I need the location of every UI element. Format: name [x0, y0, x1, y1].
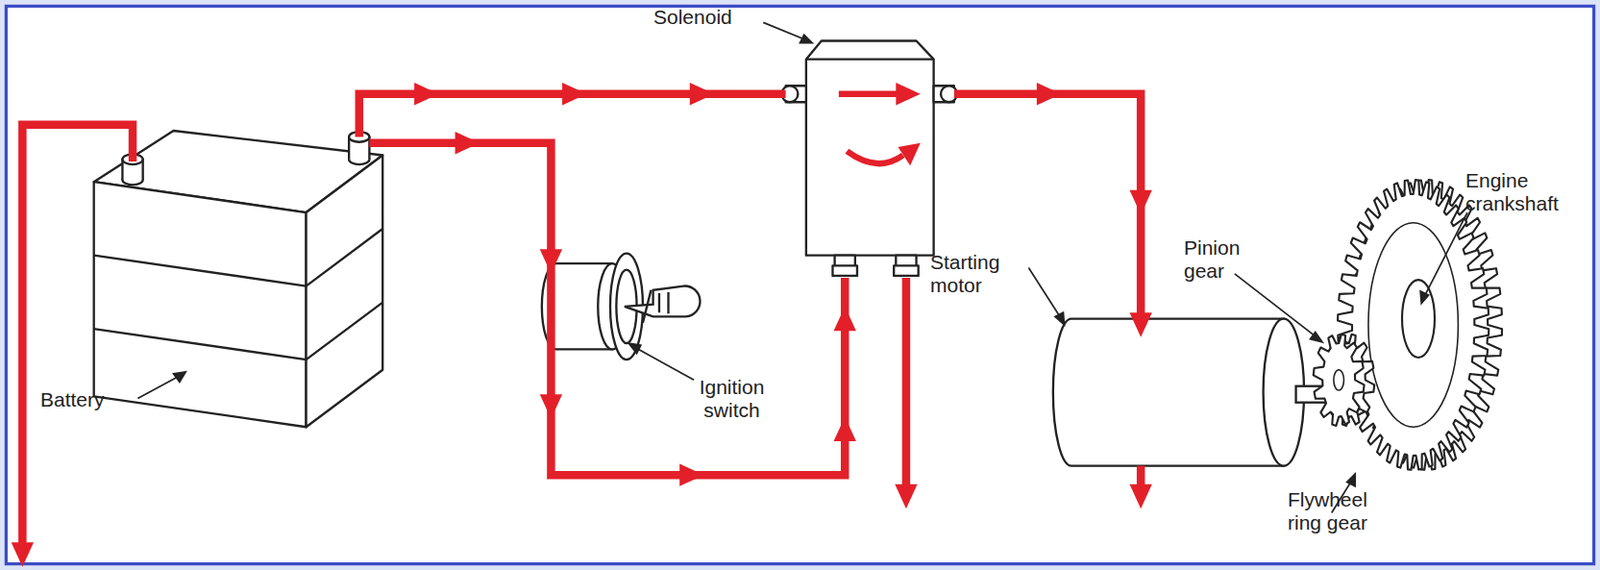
flywheel-face: [1368, 222, 1458, 428]
gears: [1313, 179, 1502, 470]
flow-arrow: [540, 248, 563, 274]
flow-arrow: [540, 393, 563, 419]
part-label: Engine crankshaft: [1465, 169, 1578, 216]
part-label: Solenoid: [653, 5, 766, 29]
pinion-hub: [1333, 369, 1345, 391]
cable: [369, 143, 845, 475]
flow-arrow: [894, 484, 917, 510]
flow-arrow: [834, 417, 857, 443]
part-label: Flywheel ring gear: [1287, 488, 1401, 535]
flow-arrow: [562, 82, 587, 105]
solenoid-flow: [846, 150, 903, 164]
solenoid-flow: [897, 143, 920, 166]
flow-arrow: [1036, 82, 1061, 105]
flow-arrow: [455, 131, 480, 154]
solenoid: [781, 41, 958, 276]
flow-arrow: [11, 541, 34, 567]
flow-arrow: [679, 463, 704, 486]
battery: [94, 130, 384, 427]
part-label: Battery: [40, 388, 143, 412]
flow-arrow: [1129, 190, 1152, 216]
battery-cables: [11, 82, 1153, 567]
flywheel-ring-gear: [1337, 179, 1489, 470]
flow-arrow: [834, 306, 857, 332]
part-label: Starting motor: [930, 250, 1033, 297]
flow-arrow: [1129, 484, 1152, 510]
part-label: Ignition switch: [683, 375, 781, 422]
ignition-switch: [541, 253, 701, 361]
starting-motor: [1053, 319, 1337, 467]
flow-arrow: [689, 82, 714, 105]
pinion-gear: [1313, 334, 1365, 426]
solenoid-flow: [838, 91, 899, 98]
solenoid-flow: [895, 82, 920, 105]
part-label: Pinion gear: [1183, 236, 1266, 283]
cable: [22, 124, 133, 547]
flow-arrow: [414, 82, 439, 105]
cable: [954, 94, 1141, 320]
flow-arrow: [1129, 312, 1152, 338]
cable: [902, 277, 911, 489]
crankshaft-hole: [1402, 279, 1435, 358]
frame: [5, 5, 1594, 564]
leader-lines: [137, 22, 1468, 513]
